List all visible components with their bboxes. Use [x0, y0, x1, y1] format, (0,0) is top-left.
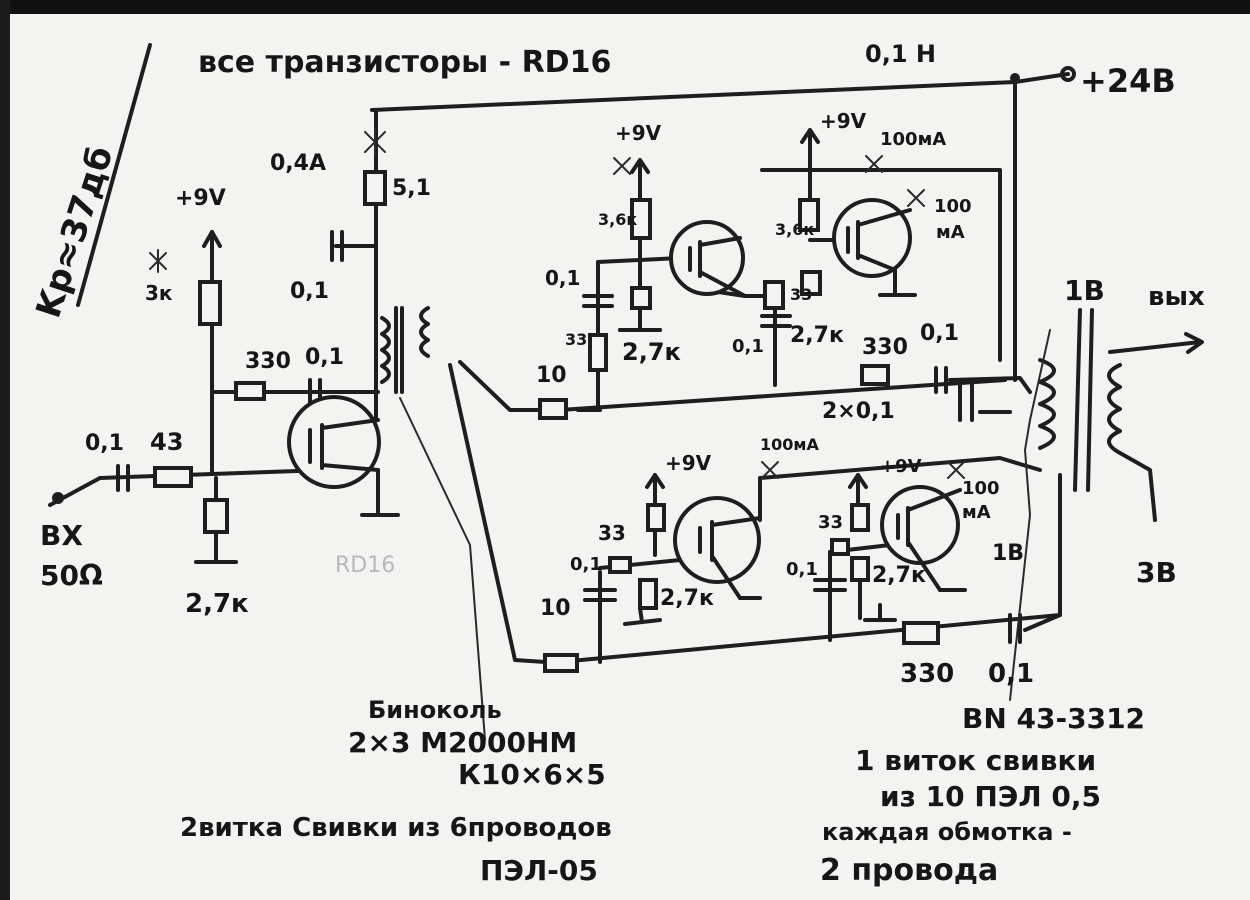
label-r27d: 2,7к [660, 586, 714, 611]
transistor-q3 [832, 198, 912, 278]
note-strands: из 10 ПЭЛ 0,5 [880, 780, 1101, 813]
note-winding: 2витка Свивки из 6проводов [180, 813, 612, 843]
label-v3: 3В [1136, 556, 1177, 589]
label-i100a: 100мА [880, 129, 946, 150]
label-c01g: 0,1 [786, 559, 818, 580]
label-r33c: 33 [598, 521, 626, 545]
note-binocular: Биноколь [368, 696, 502, 724]
label-r36a: 3,6к [598, 210, 637, 229]
label-p9d: +9V [665, 451, 712, 475]
label-r330a: 330 [245, 349, 291, 374]
label-c01b: 0,1 [305, 345, 344, 370]
label-c01h: 0,1 [988, 659, 1034, 689]
transistor-q5 [880, 485, 962, 592]
label-p9c: +9V [820, 109, 867, 133]
label-r330c: 330 [900, 659, 954, 689]
ground-symbols [576, 328, 897, 626]
label-r43: 43 [150, 428, 183, 456]
label-i100d: 100 [962, 478, 1000, 499]
label-c10b: 10 [540, 596, 571, 621]
label-c01a: 0,1 [290, 279, 329, 304]
transformers [380, 306, 1157, 741]
label-c01e: 0,1 [920, 321, 959, 346]
label-c01in: 0,1 [85, 431, 124, 456]
note-wire: ПЭЛ-05 [480, 854, 598, 887]
label-cap-top: 0,1 Н [865, 40, 936, 68]
label-r330b: 330 [862, 335, 908, 360]
label-out: вых [1148, 282, 1205, 312]
gain-note: Kp≈37дб [29, 141, 122, 322]
transistors [287, 198, 962, 600]
margin-divider-line [76, 43, 152, 307]
note-turn: 1 виток свивки [855, 744, 1096, 777]
transistor-q4 [673, 496, 762, 600]
label-c01d: 0,1 [732, 336, 764, 357]
label-p9e: +9V [880, 456, 922, 477]
supply-arrows [48, 66, 1204, 507]
transistor-q2 [669, 220, 747, 298]
note-core-size: К10×6×5 [458, 758, 606, 791]
label-r27c: 2,7к [790, 323, 844, 348]
label-r27b: 2,7к [622, 338, 681, 366]
title-note: все транзисторы - RD16 [198, 45, 611, 80]
label-r3ka: 3к [145, 281, 173, 305]
label-c01f: 0,1 [570, 554, 602, 575]
label-r33b: 33 [790, 285, 812, 304]
label-mab: мА [936, 222, 965, 243]
note-each: каждая обмотка - [822, 818, 1072, 846]
label-c01c: 0,1 [545, 266, 580, 290]
labels: Kp≈37дб все транзисторы - RD16 0,1 Н +24… [29, 40, 1205, 888]
label-i100c: 100мА [760, 435, 819, 454]
note-core-type: 2×3 М2000НМ [348, 726, 577, 759]
label-p9b: +9V [615, 121, 662, 145]
transistor-q1 [287, 395, 381, 489]
measurement-marks [149, 127, 965, 479]
label-r33d: 33 [818, 512, 843, 533]
label-r27e: 2,7к [872, 563, 926, 588]
label-vx: ВХ [40, 519, 83, 552]
resistors [153, 170, 940, 673]
label-i04: 0,4А [270, 151, 326, 176]
label-50ohm: 50Ω [40, 559, 103, 592]
label-v1a: 1В [1064, 274, 1105, 307]
capacitors [116, 230, 1022, 644]
label-p9a: +9V [175, 186, 226, 211]
note-core2: BN 43-3312 [962, 702, 1145, 735]
label-mad: мА [962, 502, 991, 523]
label-c2x01: 2×0,1 [822, 399, 895, 424]
label-supply: +24В [1080, 62, 1176, 100]
note-two-wires: 2 провода [820, 853, 998, 888]
label-r33a: 33 [565, 330, 587, 349]
label-r51: 5,1 [392, 176, 431, 201]
label-i100b: 100 [934, 196, 972, 217]
label-c10a: 10 [536, 363, 567, 388]
label-r36b: 3,6к [775, 220, 814, 239]
label-r27a: 2,7к [185, 589, 249, 619]
label-v1b: 1В [992, 541, 1024, 566]
label-rd16-faint: RD16 [335, 553, 395, 578]
